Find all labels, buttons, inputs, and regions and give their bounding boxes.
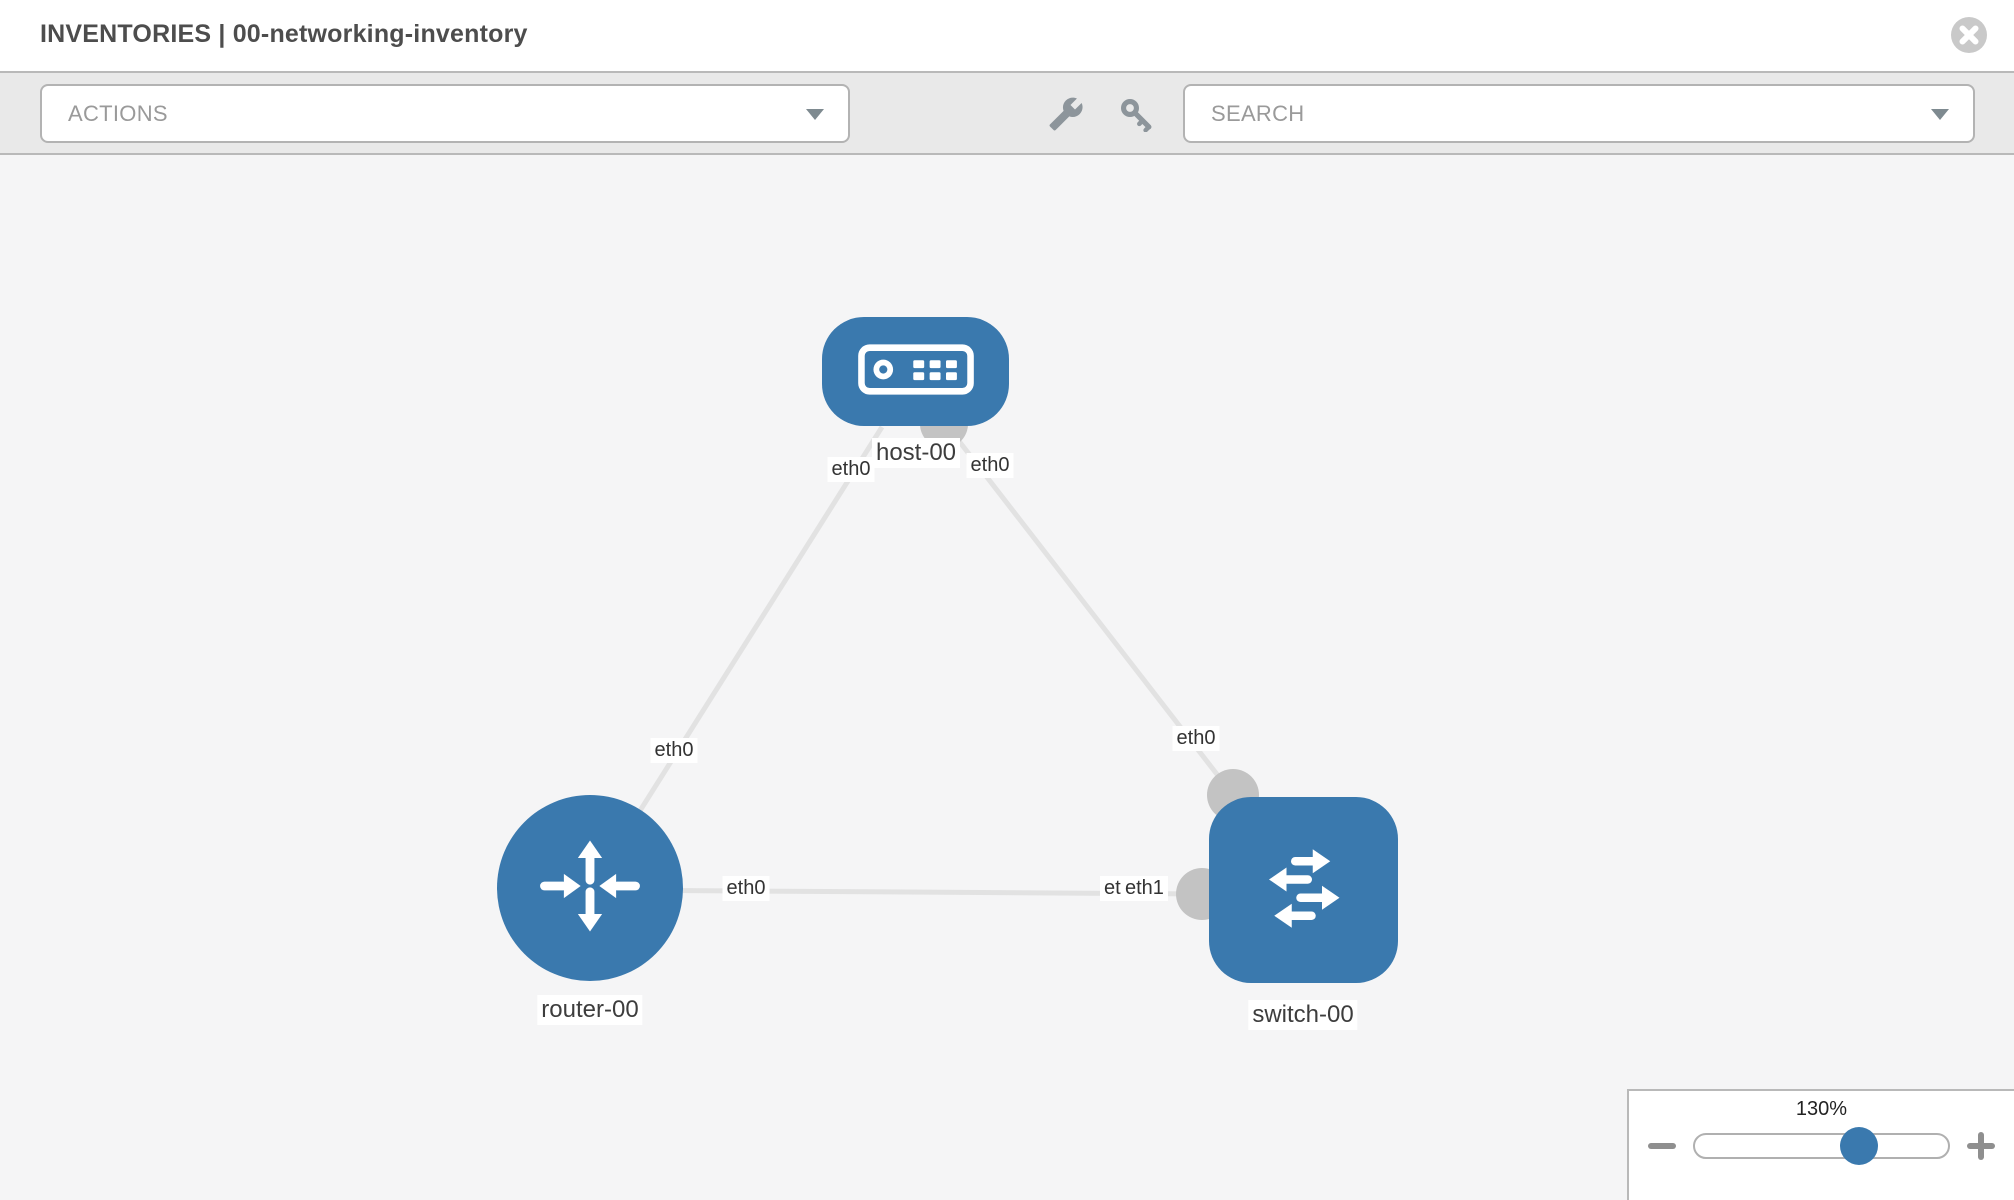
interface-label-overlap-group: eth0 eth1 bbox=[1100, 876, 1180, 906]
titlebar: INVENTORIES | 00-networking-inventory bbox=[0, 0, 2014, 71]
close-button[interactable] bbox=[1950, 16, 1988, 54]
interface-label-switch-eth1: eth1 bbox=[1121, 876, 1168, 901]
circle-x-icon bbox=[1950, 17, 1988, 57]
node-label-host: host-00 bbox=[871, 438, 961, 468]
actions-dropdown[interactable]: ACTIONS bbox=[40, 84, 850, 143]
node-host-00[interactable] bbox=[822, 317, 1009, 426]
topology-links-layer bbox=[587, 400, 1259, 920]
interface-label-host-right: eth0 bbox=[966, 453, 1014, 478]
interface-label-router-host-link: eth0 bbox=[650, 738, 698, 763]
key-button[interactable] bbox=[1114, 93, 1158, 137]
zoom-in-button[interactable] bbox=[1966, 1131, 1996, 1161]
zoom-panel: 130% bbox=[1627, 1089, 2014, 1200]
key-icon bbox=[1118, 98, 1154, 135]
search-dropdown[interactable]: SEARCH bbox=[1183, 84, 1975, 143]
interface-label-host-left: eth0 bbox=[827, 457, 875, 482]
wrench-icon bbox=[1048, 97, 1084, 135]
router-arrows-icon bbox=[534, 830, 646, 947]
zoom-controls bbox=[1629, 1121, 2014, 1165]
minus-icon bbox=[1648, 1143, 1676, 1149]
node-switch-00[interactable] bbox=[1209, 797, 1398, 983]
toolbar: ACTIONS SEARCH bbox=[0, 71, 2014, 155]
actions-dropdown-label: ACTIONS bbox=[68, 100, 168, 126]
node-label-switch: switch-00 bbox=[1248, 1000, 1358, 1030]
zoom-percentage: 130% bbox=[1795, 1098, 1848, 1120]
page-title: INVENTORIES | 00-networking-inventory bbox=[40, 20, 528, 48]
server-appliance-icon bbox=[856, 342, 976, 402]
chevron-down-icon bbox=[1931, 108, 1949, 120]
wrench-button[interactable] bbox=[1044, 93, 1088, 137]
zoom-out-button[interactable] bbox=[1647, 1131, 1677, 1161]
interface-label-host-switch-link: eth0 bbox=[1172, 726, 1220, 751]
plus-icon-v bbox=[1978, 1132, 1984, 1160]
switch-arrows-icon bbox=[1244, 828, 1364, 953]
node-router-00[interactable] bbox=[497, 795, 683, 981]
zoom-slider-track[interactable] bbox=[1693, 1127, 1950, 1165]
topology-canvas[interactable]: host-00 eth0 eth0 eth0 eth0 eth0 eth0 et… bbox=[0, 155, 2014, 1200]
node-label-router: router-00 bbox=[537, 995, 643, 1025]
zoom-slider-thumb[interactable] bbox=[1840, 1127, 1879, 1165]
search-dropdown-label: SEARCH bbox=[1211, 100, 1305, 126]
interface-label-router: eth0 bbox=[722, 876, 770, 901]
chevron-down-icon bbox=[806, 108, 824, 120]
